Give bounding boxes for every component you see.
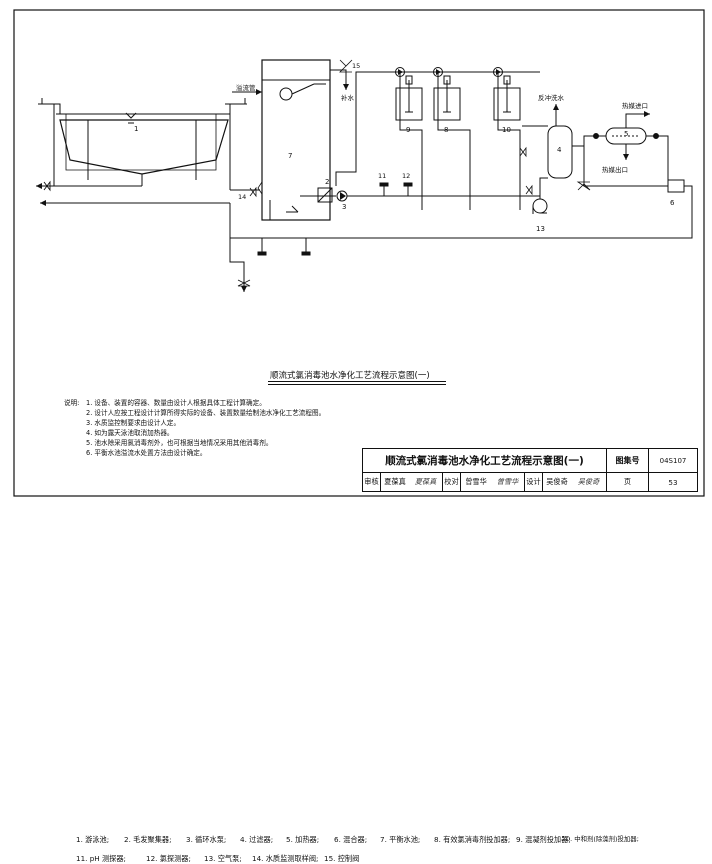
legend-item: 13. 空气泵; <box>204 854 242 863</box>
note-item: 2. 设计人应按工程设计计算所得实际的设备、装置数量绘制池水净化工艺流程图。 <box>86 409 326 417</box>
legend-item: 7. 平衡水池; <box>380 835 421 844</box>
dosing-pump-9 <box>395 67 423 210</box>
legend-item: 15. 控制阀 <box>324 854 360 863</box>
review-label: 审核 <box>363 473 381 491</box>
atlas-label: 图集号 <box>607 449 649 473</box>
equipment-number: 5 <box>624 130 629 138</box>
checker-signature: 曾雪华 <box>491 473 525 491</box>
heat-medium-in-label: 热媒进口 <box>622 102 648 110</box>
note-item: 5. 池水除采用氯消毒剂外，也可根据当地情况采用其他消毒剂。 <box>86 439 273 447</box>
dosing-pump-10 <box>493 67 521 210</box>
legend-item: 14. 水质监测取样阀; <box>252 854 319 863</box>
equipment-number: 11 <box>378 172 387 180</box>
legend-item: 12. 氯探测器; <box>146 854 191 863</box>
page-number: 53 <box>668 477 678 487</box>
equipment-number: 14 <box>238 193 247 201</box>
mixer <box>667 179 685 193</box>
note-item: 4. 如为露天泳池取消加热器。 <box>86 429 174 437</box>
reviewer-name: 夏葆真 <box>384 477 406 486</box>
equipment-number: 6 <box>670 199 675 207</box>
legend-item: 2. 毛发聚集器; <box>124 835 172 844</box>
title-block: 顺流式氯消毒池水净化工艺流程示意图(一) 图集号 04S107 审核 夏葆真 夏… <box>362 448 698 492</box>
designer-name: 吴俊奇 <box>546 477 568 486</box>
equipment-number: 2 <box>325 178 330 186</box>
heat-medium-out-label: 热媒出口 <box>602 166 628 174</box>
dosing-pump-8 <box>433 67 471 210</box>
equipment-number: 1 <box>134 125 139 133</box>
legend-item: 10. 中和剂(除藻剂)投加器; <box>562 835 639 843</box>
legend-item: 6. 混合器; <box>334 835 368 844</box>
legend-item: 5. 加热器; <box>286 835 320 844</box>
note-item: 6. 平衡水池溢流水处置方法由设计确定。 <box>86 449 207 457</box>
swimming-pool <box>38 98 247 175</box>
air-pump <box>532 198 548 214</box>
figure-title: 顺流式氯消毒池水净化工艺流程示意图(一) <box>270 371 430 381</box>
checker-name: 曾雪华 <box>465 477 487 486</box>
note-item: 3. 水质监控制要求由设计人定。 <box>86 419 181 427</box>
overflow-pipe-label: 溢流管 <box>236 84 256 92</box>
legend-item: 4. 过滤器; <box>240 835 274 844</box>
design-label: 设计 <box>525 473 543 491</box>
legend-item: 11. pH 测探器; <box>76 854 126 863</box>
legend-item: 8. 有效氯消毒剂投加器; <box>434 835 511 844</box>
designer-signature: 吴俊奇 <box>571 473 607 491</box>
legend-item: 1. 游泳池; <box>76 835 110 844</box>
equipment-number: 12 <box>402 172 411 180</box>
title-block-title: 顺流式氯消毒池水净化工艺流程示意图(一) <box>363 449 607 473</box>
notes-heading: 说明: <box>64 399 80 407</box>
legend-item: 3. 循环水泵; <box>186 835 227 844</box>
title-underline <box>268 381 446 382</box>
equipment-number: 4 <box>557 146 562 154</box>
reviewer-signature: 夏葆真 <box>409 473 443 491</box>
atlas-number: 04S107 <box>649 449 697 473</box>
check-label: 校对 <box>443 473 461 491</box>
equipment-number: 10 <box>502 126 511 134</box>
note-item: 1. 设备、装置的容器、数量由设计人根据具体工程计算确定。 <box>86 399 266 407</box>
equipment-number: 3 <box>342 203 347 211</box>
equipment-number: 9 <box>406 126 411 134</box>
hair-collector <box>317 187 333 203</box>
equipment-number: 13 <box>536 225 545 233</box>
page-label: 页 <box>607 473 649 491</box>
process-flow-diagram <box>13 9 705 497</box>
drawing-sheet: 溢流管 补水 反冲洗水 热媒进口 热媒出口 1 2 3 4 5 6 7 8 9 … <box>13 9 705 863</box>
makeup-water-label: 补水 <box>341 94 354 102</box>
filter <box>547 104 573 179</box>
drawing-frame <box>13 9 705 497</box>
equipment-number: 7 <box>288 152 293 160</box>
backwash-water-label: 反冲洗水 <box>538 94 564 102</box>
balance-tank <box>261 59 331 221</box>
title-underline <box>268 384 446 385</box>
equipment-number: 8 <box>444 126 449 134</box>
equipment-number: 15 <box>352 62 361 70</box>
